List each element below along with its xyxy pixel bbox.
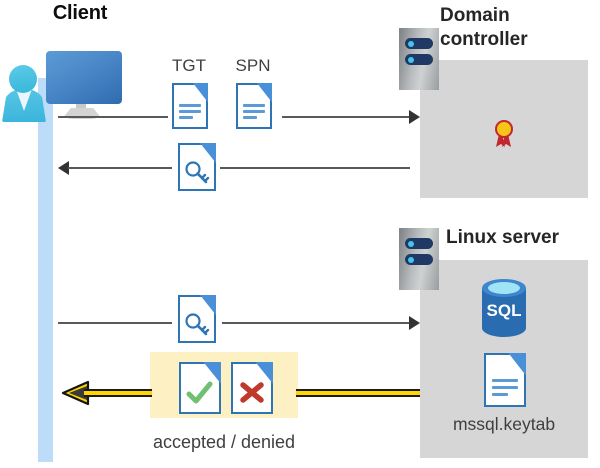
sql-database-label: SQL: [487, 301, 522, 320]
server-bay-bar: [405, 238, 433, 249]
server-tower-icon-linux: [399, 228, 439, 290]
result-line-right: [296, 389, 420, 397]
monitor-screen-icon: [46, 51, 122, 104]
keytab-document-icon: [484, 353, 526, 407]
person-head-icon: [9, 65, 37, 93]
server-bay-bar: [405, 38, 433, 49]
server-led-icon: [408, 256, 414, 263]
check-icon: [186, 381, 213, 404]
key-icon: [185, 313, 210, 336]
accepted-document-icon: [179, 362, 221, 414]
result-highlight-band: [150, 352, 298, 418]
keytab-filename-label: mssql.keytab: [452, 414, 556, 434]
page-title-linux-server: Linux server: [446, 227, 559, 248]
session-key-document-icon-2: [178, 295, 216, 343]
sql-database-icon: SQL: [478, 277, 530, 339]
result-label: accepted / denied: [152, 432, 296, 452]
monitor-base-icon: [62, 108, 102, 119]
tgt-label: TGT: [172, 56, 206, 75]
flow-arrowhead-to-client-1: [58, 161, 69, 175]
client-workstation-icon: [0, 20, 130, 125]
server-led-icon: [408, 40, 414, 47]
page-title-client: Client: [52, 2, 108, 24]
server-bay-bar: [405, 54, 433, 65]
client-lifeline: [38, 78, 53, 462]
spn-label: SPN: [235, 56, 271, 75]
denied-document-icon: [231, 362, 273, 414]
flow-arrowhead-to-dc: [409, 110, 420, 124]
cross-icon: [240, 382, 264, 403]
domain-controller-title-line2: controller: [440, 28, 528, 50]
certificate-seal-icon: [495, 120, 513, 147]
server-bay-bar: [405, 254, 433, 265]
flow-line-client-to-linux-left: [58, 322, 172, 324]
server-led-icon: [408, 56, 414, 63]
flow-line-dc-to-client-right: [220, 167, 410, 169]
flow-arrowhead-to-linux: [409, 316, 420, 330]
result-line-left: [84, 389, 152, 397]
spn-document-icon: [236, 83, 272, 129]
flow-line-client-to-dc-right: [282, 116, 410, 118]
page-title-domain-controller: Domain controller: [440, 4, 600, 52]
server-led-icon: [408, 240, 414, 247]
flow-line-client-to-dc-left: [58, 116, 168, 118]
server-tower-icon-dc: [399, 28, 439, 90]
flow-line-dc-to-client-left: [68, 167, 172, 169]
session-key-document-icon-1: [178, 143, 216, 191]
tgt-document-icon: [172, 83, 208, 129]
flow-line-client-to-linux-right: [222, 322, 410, 324]
certificate-document-icon: [482, 103, 526, 158]
domain-controller-title-line1: Domain: [440, 5, 510, 26]
key-icon: [185, 161, 210, 184]
